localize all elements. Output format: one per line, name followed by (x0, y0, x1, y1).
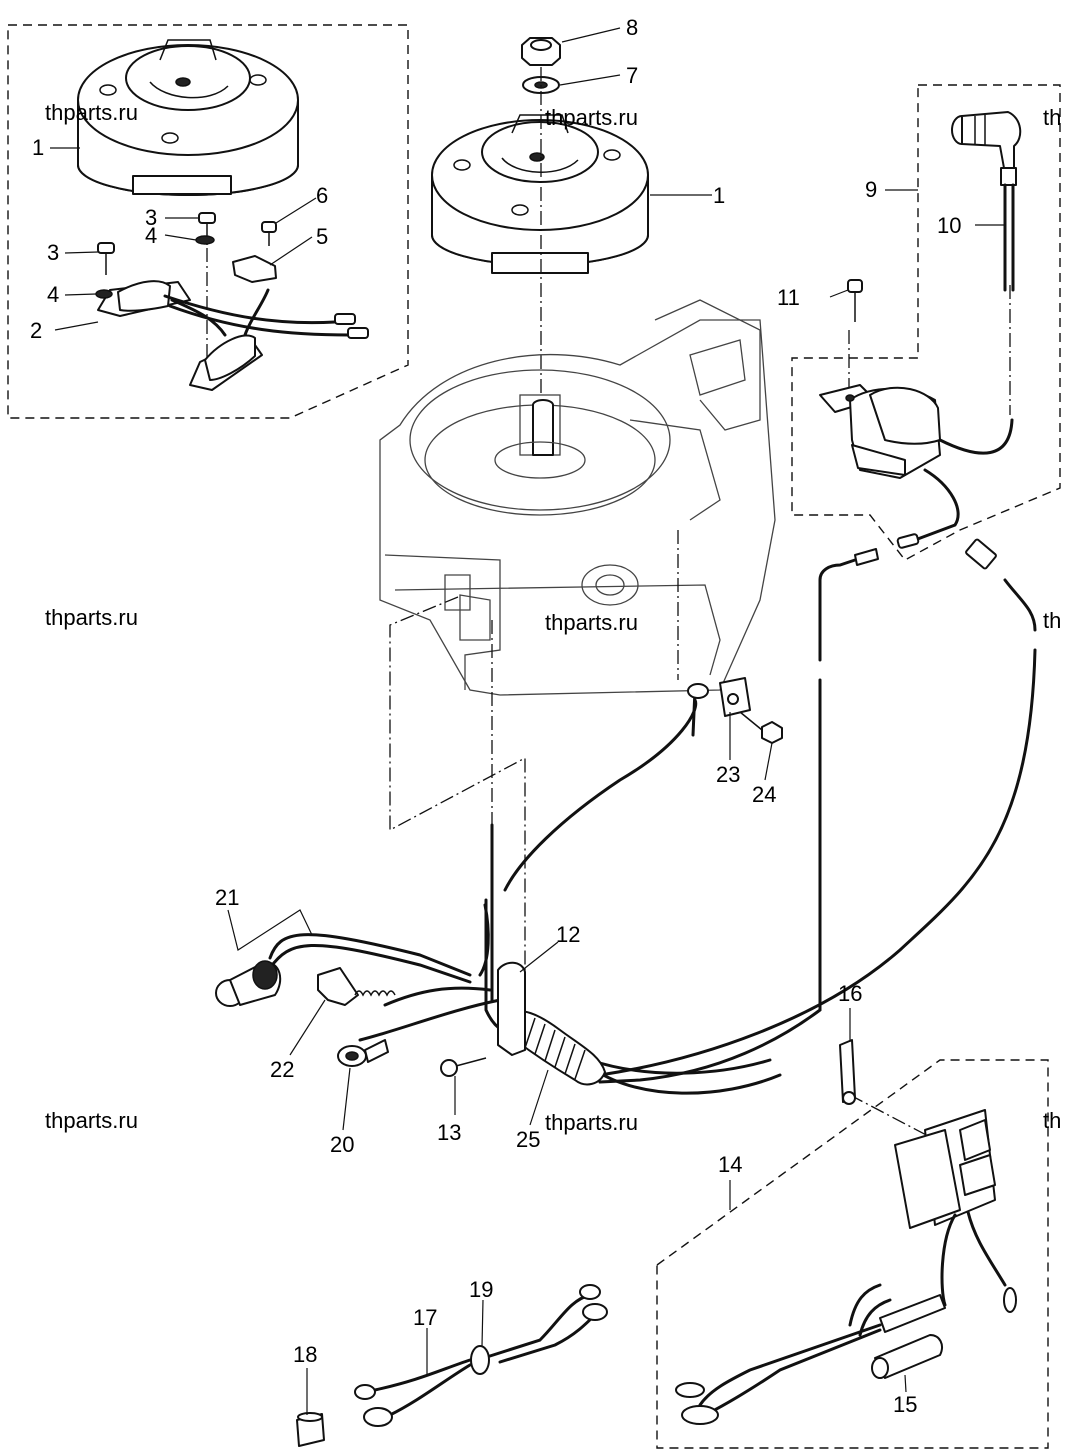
flywheel-main (431, 114, 649, 274)
callout-4-left: 4 (47, 282, 59, 307)
group-box-ignition-coil (791, 84, 1061, 561)
inset-hardware (95, 212, 277, 360)
callout-16: 16 (838, 981, 862, 1006)
callout-24: 24 (752, 782, 776, 807)
rectifier (879, 1109, 1017, 1333)
charge-coil-inset (97, 280, 369, 391)
callout-11: 11 (777, 285, 800, 310)
grommet-19 (470, 1345, 490, 1375)
callout-5: 5 (316, 224, 328, 249)
lanyard-spring (354, 990, 396, 997)
bolt-24 (739, 711, 783, 744)
callout-3-center: 3 (145, 205, 157, 230)
callout-20: 20 (330, 1132, 354, 1157)
watermark-edge-top: th (1043, 105, 1061, 130)
callout-6: 6 (316, 183, 328, 208)
watermarks: thparts.ru thparts.ru thparts.ru thparts… (45, 100, 1061, 1135)
harness-clamp (497, 961, 526, 1056)
lead-harness-17 (354, 1284, 608, 1427)
watermark-top-left: thparts.ru (45, 100, 138, 125)
callout-3-left: 3 (47, 240, 59, 265)
callout-17: 17 (413, 1305, 437, 1330)
callout-12: 12 (556, 922, 580, 947)
callout-1-inset: 1 (32, 135, 44, 160)
ignition-coil (819, 279, 1014, 549)
callout-7: 7 (626, 63, 638, 88)
centerline-harness-left (389, 596, 526, 985)
group-box-rectifier (656, 1059, 1049, 1449)
stop-switch (215, 960, 282, 1007)
grommet-20 (337, 1039, 389, 1067)
callout-8: 8 (626, 15, 638, 40)
sleeve-18 (296, 1412, 325, 1447)
callout-2: 2 (30, 318, 42, 343)
stop-clip (317, 967, 359, 1006)
ground-bracket (719, 677, 751, 717)
callout-10: 10 (937, 213, 961, 238)
group-box-flywheel-kit (7, 24, 409, 419)
watermark-top-center: thparts.ru (545, 105, 638, 130)
callout-1-main: 1 (713, 183, 725, 208)
leader-lines (50, 27, 1005, 1415)
fuse (871, 1334, 943, 1379)
callout-labels: 1 1 2 3 3 4 4 5 6 7 8 9 10 11 12 13 14 1… (30, 15, 961, 1417)
watermark-bottom-center: thparts.ru (545, 1110, 638, 1135)
watermark-bottom-left: thparts.ru (45, 1108, 138, 1133)
callout-25: 25 (516, 1127, 540, 1152)
callout-9: 9 (865, 177, 877, 202)
watermark-edge-bottom: th (1043, 1108, 1061, 1133)
terminal-16 (839, 1039, 856, 1105)
screw-13 (440, 1057, 487, 1077)
watermark-mid-center: thparts.ru (545, 610, 638, 635)
callout-23: 23 (716, 762, 740, 787)
callout-14: 14 (718, 1152, 742, 1177)
callout-22: 22 (270, 1057, 294, 1082)
callout-4-center: 4 (145, 223, 157, 248)
watermark-mid-left: thparts.ru (45, 605, 138, 630)
callout-15: 15 (893, 1392, 917, 1417)
watermark-edge-mid: th (1043, 608, 1061, 633)
callout-19: 19 (469, 1277, 493, 1302)
callout-21: 21 (215, 885, 239, 910)
flywheel-inset (77, 39, 299, 196)
wiring-harness (268, 538, 1037, 1095)
spark-plug-cap (951, 111, 1022, 292)
engine-block (379, 299, 776, 696)
callout-18: 18 (293, 1342, 317, 1367)
nut-and-washer (521, 37, 561, 94)
callout-13: 13 (437, 1120, 461, 1145)
rectifier-leads (675, 1283, 892, 1425)
